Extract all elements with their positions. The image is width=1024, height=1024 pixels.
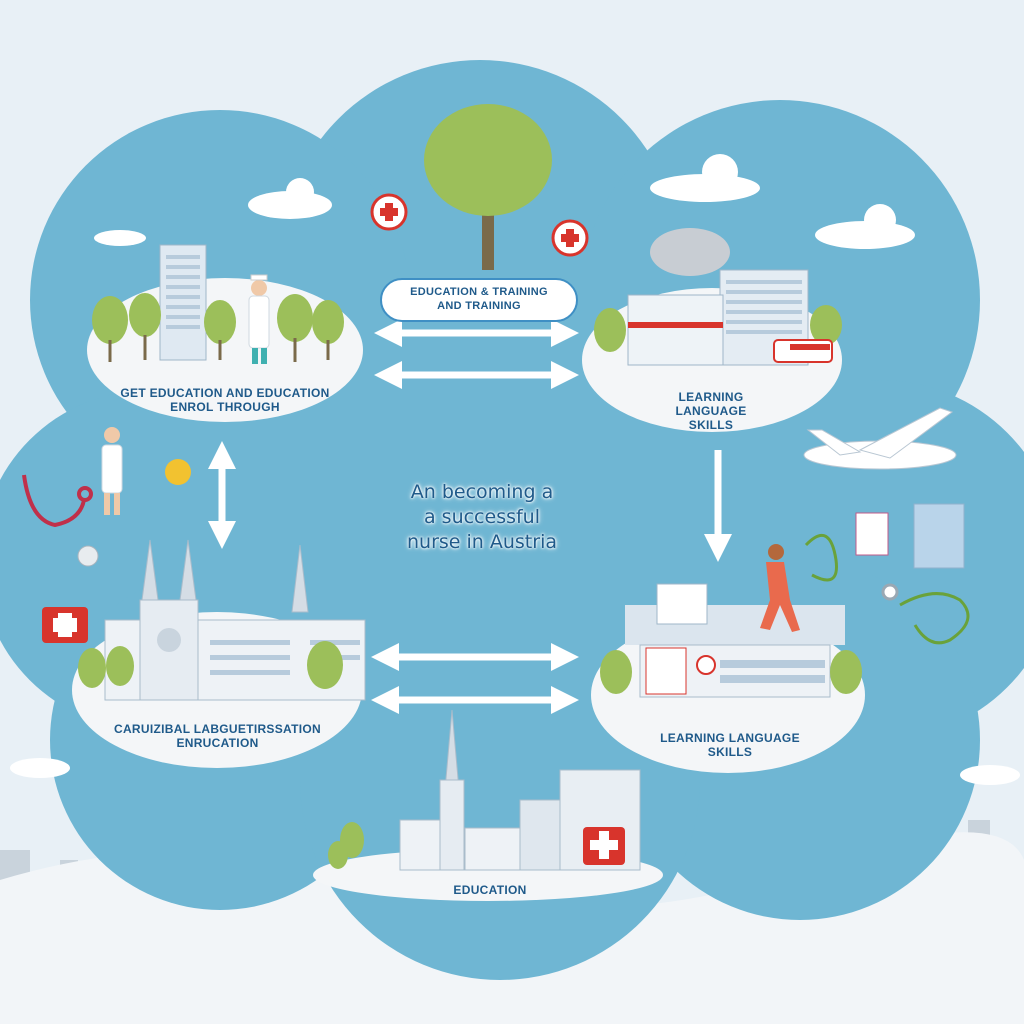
central-title: An becoming a a successful nurse in Aust… (372, 480, 592, 555)
top-pill-line1: EDUCATION & TRAINING (410, 286, 548, 298)
bottom-center-scene (328, 709, 641, 871)
label-top-right-line1: LEARNING (678, 390, 744, 404)
top-pill (380, 278, 578, 322)
label-top-left-line2: ENROL THROUGH (170, 400, 280, 414)
airplane-icon (803, 407, 957, 470)
nurse-figure-icon (101, 427, 123, 515)
central-title-line2: a successful (423, 506, 540, 528)
label-top-left: GET EDUCATION AND EDUCATION ENROL THROUG… (110, 386, 340, 414)
label-bottom-right: LEARNING LANGUAGE SKILLS (630, 731, 830, 759)
label-bottom-center-line1: EDUCATION (453, 883, 527, 897)
red-cross-icon (370, 193, 589, 257)
central-title-line1: An becoming a (410, 481, 554, 503)
label-bottom-left-line2: ENRUCATION (176, 736, 259, 750)
tree-icon (424, 104, 552, 270)
coin-icon (165, 459, 191, 485)
top-right-scene (594, 228, 842, 366)
flow-arrows (208, 319, 732, 714)
badge-icon (77, 545, 99, 567)
red-cross-sign-icon (42, 607, 88, 643)
central-title-line3: nurse in Austria (406, 531, 557, 553)
top-pill-line2: AND TRAINING (437, 300, 521, 312)
label-top-right: LEARNING LANGUAGE SKILLS (636, 390, 786, 432)
label-top-right-line2: LANGUAGE (675, 404, 747, 418)
document-icon (855, 503, 965, 569)
small-clouds (10, 154, 1020, 785)
stethoscope-icon (22, 474, 93, 528)
label-bottom-right-line2: SKILLS (707, 745, 753, 759)
label-bottom-center: EDUCATION (410, 883, 570, 897)
top-pill-label: EDUCATION & TRAINING AND TRAINING (380, 285, 578, 313)
label-bottom-right-line1: LEARNING LANGUAGE (660, 731, 800, 745)
stethoscope-icon-green (804, 533, 970, 645)
label-top-left-line1: GET EDUCATION AND EDUCATION (120, 386, 330, 400)
top-left-scene (92, 244, 344, 364)
bottom-left-scene (78, 539, 366, 701)
bottom-right-scene (600, 544, 862, 698)
label-top-right-line3: SKILLS (688, 418, 734, 432)
label-bottom-left-line1: CARUIZIBAL LABGUETIRSSATION (114, 722, 321, 736)
label-bottom-left: CARUIZIBAL LABGUETIRSSATION ENRUCATION (95, 722, 340, 750)
